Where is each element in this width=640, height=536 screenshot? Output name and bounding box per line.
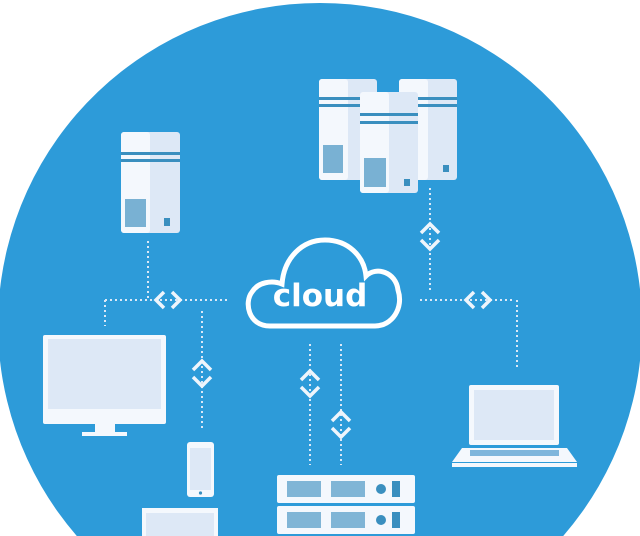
smartphone-icon (187, 442, 214, 497)
cloud-label: cloud (273, 278, 368, 314)
laptop-icon (452, 385, 577, 467)
bidirectional-arrow-icon (153, 290, 183, 310)
bidirectional-arrow-icon (419, 221, 441, 252)
arrow-icons (153, 221, 493, 440)
bidirectional-arrow-icon (299, 368, 321, 399)
bidirectional-arrow-icon (191, 358, 213, 389)
bidirectional-arrow-icon (330, 409, 352, 440)
connector-lines (104, 188, 518, 465)
rack-server-icon (277, 475, 415, 534)
cloud-icon: cloud (245, 237, 402, 329)
tablet-icon (142, 508, 218, 536)
tower-server-icon (121, 132, 180, 233)
desktop-monitor-icon (43, 335, 166, 436)
server-cluster-icon (319, 79, 457, 193)
bidirectional-arrow-icon (463, 290, 493, 310)
